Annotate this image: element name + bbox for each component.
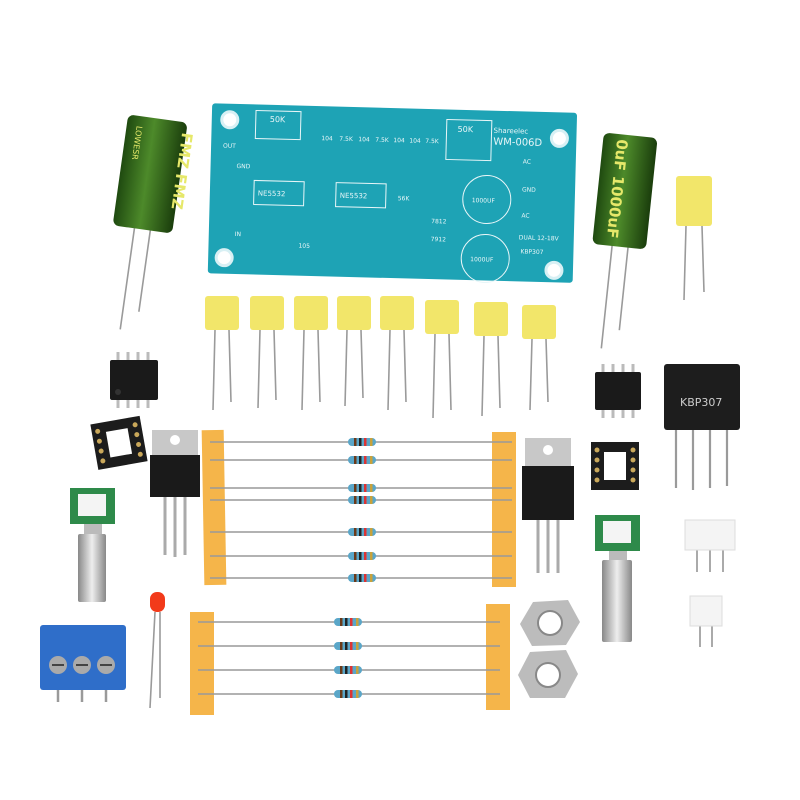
ic-ne5532-left bbox=[110, 352, 158, 408]
mount-hole bbox=[220, 110, 240, 130]
mount-hole bbox=[544, 260, 564, 280]
resistor bbox=[198, 642, 500, 650]
film-capacitor bbox=[337, 296, 371, 407]
resistor bbox=[198, 618, 500, 626]
ic-ne5532-right bbox=[595, 364, 641, 418]
pcb-brand: Shareelec bbox=[493, 127, 528, 136]
pcb-label: AC bbox=[523, 158, 531, 165]
hex-nut bbox=[520, 600, 580, 646]
resistor bbox=[210, 496, 512, 504]
pcb-label: NE5532 bbox=[258, 190, 286, 199]
bridge-rectifier: KBP307 bbox=[664, 364, 740, 490]
ic-socket-left bbox=[90, 415, 148, 470]
film-capacitor bbox=[250, 296, 284, 409]
film-capacitor bbox=[380, 296, 414, 411]
pcb-label: NE5532 bbox=[340, 192, 368, 201]
resistor-footprints: 104 7.5K 104 7.5K 104 104 7.5K 56K 105 bbox=[298, 135, 440, 250]
film-capacitor bbox=[676, 176, 712, 301]
potentiometer-left bbox=[70, 488, 115, 602]
pcb-model: WM-006D bbox=[493, 137, 542, 149]
resistor bbox=[210, 456, 512, 464]
pcb-label: AC bbox=[521, 212, 529, 219]
pcb-label: OUT bbox=[223, 143, 236, 150]
voltage-regulator-7912 bbox=[522, 438, 574, 573]
pcb-label: 1000UF bbox=[472, 197, 496, 205]
screw-terminal-block bbox=[40, 625, 126, 702]
marking-text: 7.5K bbox=[339, 136, 354, 143]
resistor bbox=[210, 528, 512, 536]
marking-text: 104 bbox=[321, 135, 333, 142]
white-connector-2pin bbox=[689, 595, 723, 647]
film-capacitor bbox=[522, 305, 556, 411]
marking-text: 7.5K bbox=[375, 137, 390, 144]
resistor-strip-bottom bbox=[190, 604, 510, 715]
mount-hole bbox=[549, 128, 569, 148]
marking-text: 56K bbox=[398, 195, 411, 202]
marking-text: 104 bbox=[409, 137, 421, 144]
ic-socket-right bbox=[591, 442, 639, 490]
film-capacitor bbox=[474, 302, 508, 417]
red-led bbox=[149, 592, 165, 709]
pcb-board: 50K 50K Shareelec WM-006D NE5532 NE5532 … bbox=[207, 103, 578, 284]
pcb-label: IN bbox=[235, 231, 241, 238]
electrolytic-capacitor-left: FMZ FMZ LOWESR bbox=[113, 115, 196, 330]
film-capacitors bbox=[205, 176, 712, 419]
electrolytic-capacitor-right: 0uF 1000uF bbox=[592, 133, 658, 349]
resistor bbox=[198, 666, 500, 674]
marking-text: KBP307 bbox=[680, 396, 722, 409]
marking-text: 105 bbox=[298, 243, 310, 250]
pcb-label: DUAL 12-18V bbox=[519, 234, 560, 242]
film-capacitor bbox=[294, 296, 328, 411]
pcb-label: 1000UF bbox=[470, 256, 494, 264]
white-connector-3pin bbox=[684, 519, 736, 572]
resistor bbox=[210, 438, 512, 446]
voltage-regulator-7812 bbox=[150, 430, 200, 557]
pcb-label: KBP307 bbox=[520, 248, 543, 256]
potentiometer-right bbox=[595, 515, 640, 642]
film-capacitor bbox=[205, 296, 239, 411]
mount-hole bbox=[214, 248, 234, 268]
hex-nut bbox=[518, 650, 578, 698]
marking-text: 104 bbox=[393, 137, 405, 144]
resistor bbox=[210, 552, 512, 560]
resistor bbox=[198, 690, 500, 698]
resistor-strip-top bbox=[201, 429, 516, 587]
pcb-label: GND bbox=[522, 186, 536, 193]
resistor bbox=[210, 484, 512, 492]
film-capacitor bbox=[425, 300, 459, 419]
marking-text: 104 bbox=[358, 136, 370, 143]
resistor bbox=[210, 574, 512, 582]
pcb-label: 7812 bbox=[431, 218, 447, 225]
pcb-label: GND bbox=[236, 163, 250, 170]
marking-text: 7.5K bbox=[425, 138, 440, 145]
pcb-label: 50K bbox=[457, 125, 473, 134]
pcb-label: 50K bbox=[270, 115, 286, 124]
pcb-label: 7912 bbox=[431, 236, 447, 243]
